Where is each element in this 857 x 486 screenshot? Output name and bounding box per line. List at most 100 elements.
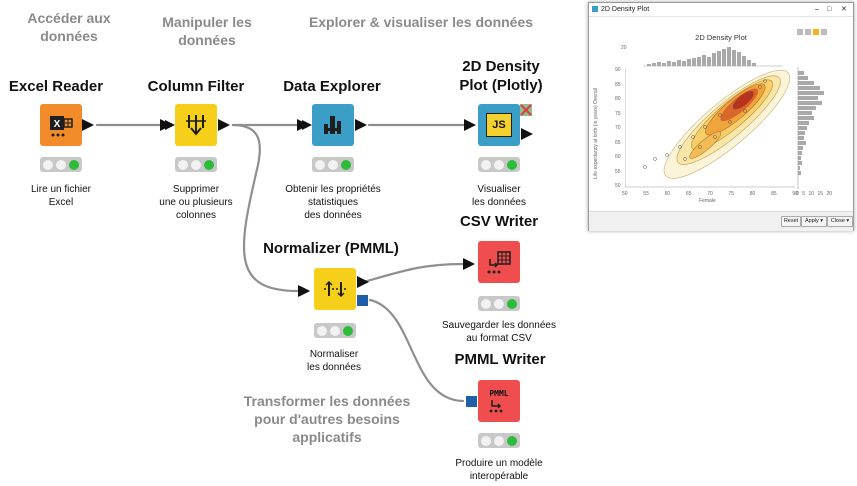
y-ticks: 50 55 60 65 70 75 80 85 90 <box>615 67 625 189</box>
output-port[interactable] <box>521 128 533 140</box>
edge-filter-to-normalizer <box>231 123 302 293</box>
right-hist-tick: 5 <box>802 191 805 197</box>
status-light-green <box>507 159 517 170</box>
reset-button[interactable]: Reset <box>781 216 801 227</box>
x-tick: 70 <box>707 191 713 197</box>
right-hist-tick: 10 <box>808 191 814 197</box>
y-tick: 70 <box>615 125 621 131</box>
status-light-yellow <box>330 325 340 336</box>
window-title: 2D Density Plot <box>601 6 650 13</box>
normalize-icon <box>324 280 346 298</box>
csv-writer-title: CSV Writer <box>459 213 539 230</box>
toolbar-button-icon[interactable] <box>797 29 803 35</box>
status-light-red <box>481 435 491 446</box>
status-light-green <box>343 325 353 336</box>
right-hist-ticks: 0 5 10 15 20 <box>796 191 832 197</box>
pmml-writer-node[interactable]: PMML <box>478 380 520 422</box>
input-port[interactable] <box>160 119 172 131</box>
y-tick: 55 <box>615 168 621 175</box>
y-tick: 60 <box>615 154 621 160</box>
x-tick: 90 <box>792 191 798 197</box>
output-port[interactable] <box>82 119 94 131</box>
csv-writer-node[interactable] <box>478 241 520 283</box>
input-port[interactable] <box>298 285 310 297</box>
explorer-chart-icon <box>324 116 341 134</box>
app-icon <box>592 6 598 12</box>
input-port[interactable] <box>463 258 475 270</box>
y-tick: 85 <box>615 81 621 88</box>
plot-window: 2D Density Plot – □ ✕ 2D Density Plot 20 <box>588 2 854 231</box>
density-plot-status <box>478 157 520 172</box>
y-tick: 75 <box>615 110 621 117</box>
y-tick: 80 <box>615 96 621 102</box>
normalizer-node[interactable] <box>314 268 356 310</box>
status-light-yellow <box>494 298 504 309</box>
density-plot-node[interactable]: JS <box>478 104 520 146</box>
minimize-icon[interactable]: – <box>815 6 819 13</box>
column-filter-status <box>175 157 217 172</box>
output-port[interactable] <box>355 119 367 131</box>
status-light-red <box>178 159 188 170</box>
x-axis-label: Female <box>699 198 716 204</box>
right-hist-tick: 0 <box>796 191 799 197</box>
status-light-green <box>69 159 79 170</box>
density-plot-area <box>625 67 795 188</box>
write-arrow-icon <box>489 399 503 412</box>
close-button[interactable]: Close ▾ <box>827 216 853 227</box>
x-tick: 85 <box>771 191 777 197</box>
excel-reader-node[interactable]: X <box>40 104 82 146</box>
status-light-yellow <box>328 159 338 170</box>
x-tick: 75 <box>728 191 735 197</box>
csv-writer-status <box>478 296 520 311</box>
x-tick: 65 <box>685 191 692 197</box>
output-port[interactable] <box>218 119 230 131</box>
toolbar-button-icon[interactable] <box>821 29 827 35</box>
toolbar-button-icon[interactable] <box>805 29 811 35</box>
edge-normalizer-to-pmml <box>368 298 465 403</box>
status-light-red <box>481 159 491 170</box>
x-ticks: 50 55 60 65 70 75 80 85 90 <box>622 191 798 197</box>
right-histogram <box>797 67 824 189</box>
status-light-red <box>317 325 327 336</box>
normalizer-status <box>314 323 356 338</box>
data-explorer-node[interactable] <box>312 104 354 146</box>
x-tick: 80 <box>749 191 756 197</box>
apply-button[interactable]: Apply ▾ <box>801 216 827 227</box>
model-output-port[interactable] <box>357 295 368 306</box>
input-port[interactable] <box>464 119 476 131</box>
column-filter-node[interactable] <box>175 104 217 146</box>
data-explorer-title: Data Explorer <box>283 78 381 95</box>
filter-columns-icon <box>186 115 206 136</box>
chart-title: 2D Density Plot <box>695 33 747 42</box>
window-button-bar: Reset Apply ▾ Close ▾ <box>589 211 853 231</box>
chart-toolbar <box>797 29 827 35</box>
maximize-icon[interactable]: □ <box>827 6 832 13</box>
x-tick: 50 <box>622 191 628 197</box>
status-light-green <box>507 298 517 309</box>
x-tick: 55 <box>643 191 649 197</box>
toolbar-button-icon[interactable] <box>813 29 819 35</box>
status-light-yellow <box>494 159 504 170</box>
status-light-green <box>204 159 214 170</box>
y-tick: 65 <box>615 139 621 146</box>
close-icon[interactable]: ✕ <box>841 6 847 13</box>
section-explore: Explorer & visualiser les données <box>308 14 534 30</box>
pmml-writer-title: PMML Writer <box>454 351 546 368</box>
output-port[interactable] <box>357 276 369 288</box>
status-light-green <box>507 435 517 446</box>
x-tick: 60 <box>664 191 671 197</box>
input-port[interactable] <box>297 119 309 131</box>
model-input-port[interactable] <box>466 396 477 407</box>
excel-icon: X <box>50 116 73 137</box>
top-histogram <box>643 47 783 67</box>
